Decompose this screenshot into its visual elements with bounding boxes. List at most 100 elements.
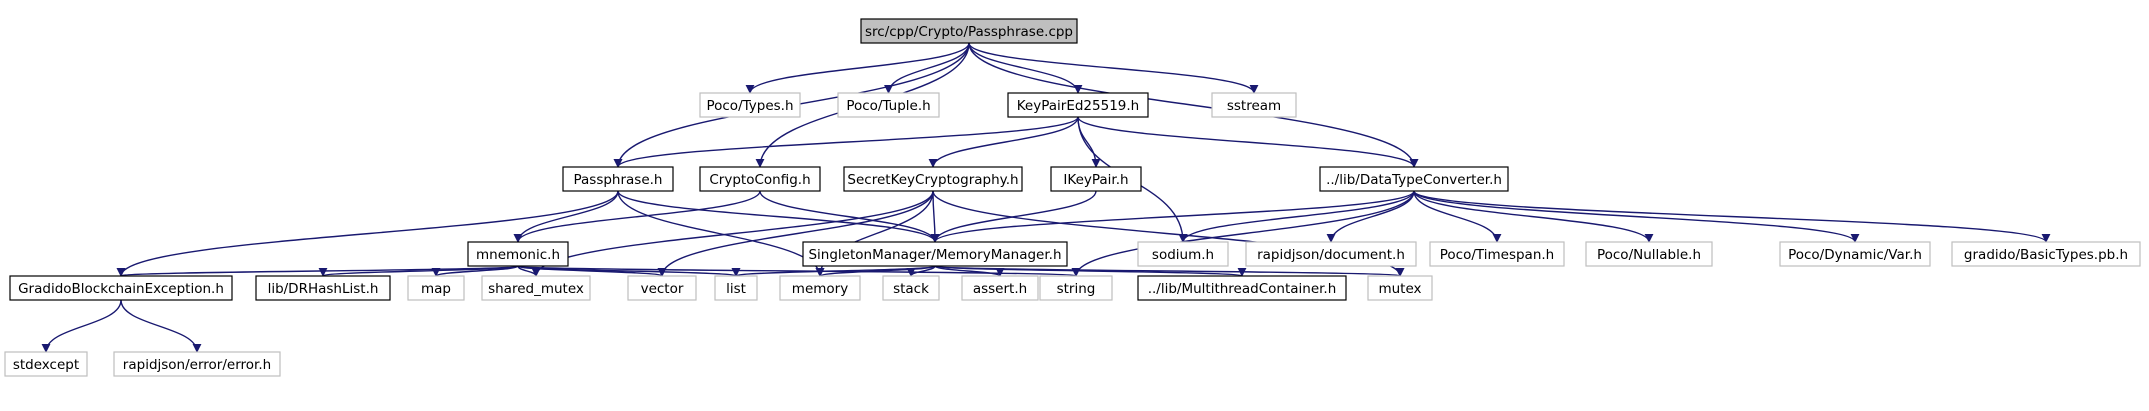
node-shared_mutex: shared_mutex xyxy=(481,275,591,301)
node-secretkey[interactable]: SecretKeyCryptography.h xyxy=(843,166,1023,192)
node-label: vector xyxy=(641,281,684,297)
node-label: Poco/Tuple.h xyxy=(846,98,930,114)
node-memory: memory xyxy=(779,275,861,301)
node-label: assert.h xyxy=(973,281,1027,297)
node-keypair[interactable]: KeyPairEd25519.h xyxy=(1007,92,1149,118)
node-label: Passphrase.h xyxy=(573,172,662,188)
edge-secretkey-to-singleton xyxy=(930,190,940,243)
edge-dtc-to-basictypes xyxy=(1413,190,2051,243)
node-box xyxy=(1137,275,1347,301)
node-box xyxy=(1137,241,1229,267)
node-box xyxy=(562,166,674,192)
dependency-nodes: src/cpp/Crypto/Passphrase.cppPoco/Types.… xyxy=(4,18,2141,377)
node-box xyxy=(255,275,391,301)
edge-dtc-to-timespan xyxy=(1413,190,1502,243)
node-basictypes: gradido/BasicTypes.pb.h xyxy=(1951,241,2141,267)
node-rapid_err: rapidjson/error/error.h xyxy=(113,351,281,377)
node-label: IKeyPair.h xyxy=(1063,172,1128,188)
node-poco_tuple: Poco/Tuple.h xyxy=(837,92,940,118)
node-cryptoconfig[interactable]: CryptoConfig.h xyxy=(699,166,821,192)
node-list: list xyxy=(714,275,758,301)
node-box xyxy=(1319,166,1509,192)
node-label: SecretKeyCryptography.h xyxy=(847,172,1018,188)
node-box xyxy=(1779,241,1931,267)
node-label: gradido/BasicTypes.pb.h xyxy=(1964,247,2128,263)
node-box xyxy=(407,275,465,301)
node-box xyxy=(1245,241,1417,267)
node-box xyxy=(1429,241,1565,267)
node-box xyxy=(1007,92,1149,118)
node-box xyxy=(9,275,233,301)
node-label: mutex xyxy=(1378,281,1421,297)
node-stack: stack xyxy=(882,275,940,301)
node-drhash[interactable]: lib/DRHashList.h xyxy=(255,275,391,301)
node-root[interactable]: src/cpp/Crypto/Passphrase.cpp xyxy=(860,18,1078,44)
node-box xyxy=(467,241,569,267)
edge-keypair-to-ikeypair xyxy=(1077,116,1101,168)
dependency-edges xyxy=(41,42,2051,353)
node-box xyxy=(627,275,697,301)
edge-passphrase_h-to-gbe xyxy=(116,190,619,277)
node-label: src/cpp/Crypto/Passphrase.cpp xyxy=(865,24,1073,40)
edge-secretkey-to-vector xyxy=(657,190,934,277)
node-dtc[interactable]: ../lib/DataTypeConverter.h xyxy=(1319,166,1509,192)
node-box xyxy=(837,92,940,118)
node-passphrase_h[interactable]: Passphrase.h xyxy=(562,166,674,192)
node-rapid_doc: rapidjson/document.h xyxy=(1245,241,1417,267)
node-label: Poco/Types.h xyxy=(706,98,793,114)
node-box xyxy=(843,166,1023,192)
node-label: mnemonic.h xyxy=(476,247,560,263)
node-box xyxy=(1039,275,1113,301)
node-label: ../lib/MultithreadContainer.h xyxy=(1148,281,1337,297)
node-label: map xyxy=(421,281,451,297)
node-dynvar: Poco/Dynamic/Var.h xyxy=(1779,241,1931,267)
edge-cryptoconfig-to-mnemonic xyxy=(513,190,761,243)
node-box xyxy=(882,275,940,301)
edge-gbe-to-stdexcept xyxy=(41,299,122,353)
edge-dtc-to-sodium xyxy=(1178,190,1415,243)
node-multithread[interactable]: ../lib/MultithreadContainer.h xyxy=(1137,275,1347,301)
edge-keypair-to-dtc xyxy=(1077,116,1419,168)
node-label: SingletonManager/MemoryManager.h xyxy=(808,247,1061,263)
edge-root-to-poco_tuple xyxy=(884,42,970,94)
node-ikeypair[interactable]: IKeyPair.h xyxy=(1050,166,1142,192)
node-box xyxy=(714,275,758,301)
edge-gbe-to-rapid_err xyxy=(120,299,202,353)
node-label: ../lib/DataTypeConverter.h xyxy=(1326,172,1502,188)
node-box xyxy=(699,166,821,192)
node-box xyxy=(699,92,801,118)
edge-singleton-to-asserth xyxy=(934,265,1005,277)
node-label: GradidoBlockchainException.h xyxy=(18,281,224,297)
node-label: shared_mutex xyxy=(488,281,584,297)
node-box xyxy=(4,351,88,377)
node-map: map xyxy=(407,275,465,301)
node-string: string xyxy=(1039,275,1113,301)
node-mnemonic[interactable]: mnemonic.h xyxy=(467,241,569,267)
node-vector: vector xyxy=(627,275,697,301)
node-sodium: sodium.h xyxy=(1137,241,1229,267)
edge-mnemonic-to-string xyxy=(517,265,1080,277)
node-label: Poco/Nullable.h xyxy=(1597,247,1701,263)
node-box xyxy=(779,275,861,301)
node-label: Poco/Timespan.h xyxy=(1440,247,1554,263)
edge-dtc-to-dynvar xyxy=(1413,190,1860,243)
node-label: Poco/Dynamic/Var.h xyxy=(1788,247,1922,263)
node-label: lib/DRHashList.h xyxy=(268,281,379,297)
edge-keypair-to-passphrase_h xyxy=(613,116,1079,168)
node-box xyxy=(1050,166,1142,192)
edge-mnemonic-to-map xyxy=(431,265,519,277)
node-mutex: mutex xyxy=(1367,275,1433,301)
edge-dtc-to-singleton xyxy=(930,190,1415,243)
node-poco_types: Poco/Types.h xyxy=(699,92,801,118)
node-singleton[interactable]: SingletonManager/MemoryManager.h xyxy=(802,241,1068,267)
edge-passphrase_h-to-singleton xyxy=(617,190,940,243)
node-label: list xyxy=(726,281,746,297)
node-sstream: sstream xyxy=(1211,92,1297,118)
node-label: stdexcept xyxy=(13,357,79,373)
node-gbe[interactable]: GradidoBlockchainException.h xyxy=(9,275,233,301)
node-label: KeyPairEd25519.h xyxy=(1017,98,1139,114)
node-asserth: assert.h xyxy=(961,275,1039,301)
edge-passphrase_h-to-mnemonic xyxy=(513,190,619,243)
node-stdexcept: stdexcept xyxy=(4,351,88,377)
